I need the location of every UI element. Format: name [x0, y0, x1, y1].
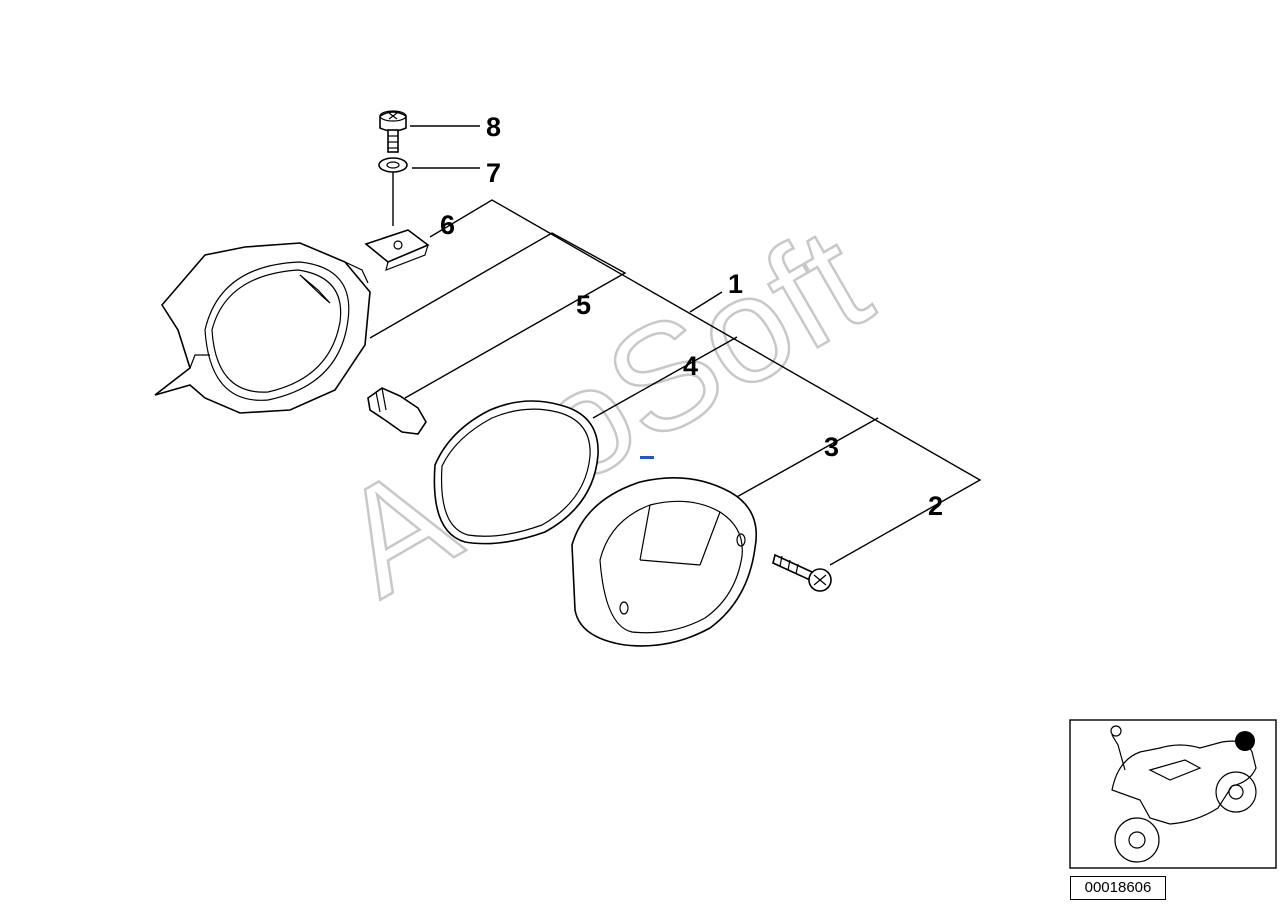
callout-6: 6 [440, 210, 455, 240]
bolt [379, 110, 407, 153]
callout-2: 2 [928, 491, 943, 521]
gasket [433, 400, 599, 545]
motorcycle-thumbnail [1069, 719, 1277, 869]
marker [640, 456, 654, 459]
callout-7: 7 [486, 158, 501, 188]
highlight-dot [1235, 731, 1255, 751]
leader-lines [369, 125, 982, 566]
callout-8: 8 [486, 112, 501, 142]
clip-nut [364, 229, 430, 271]
diagram-code: 00018606 [1070, 876, 1166, 900]
callout-5: 5 [576, 290, 591, 320]
washer [378, 157, 408, 173]
lens [571, 477, 757, 647]
callout-3: 3 [824, 432, 839, 462]
callout-4: 4 [683, 351, 698, 381]
callout-1: 1 [728, 269, 743, 299]
tail-light-housing [154, 242, 371, 414]
screw [772, 553, 832, 592]
bulb [367, 387, 427, 435]
